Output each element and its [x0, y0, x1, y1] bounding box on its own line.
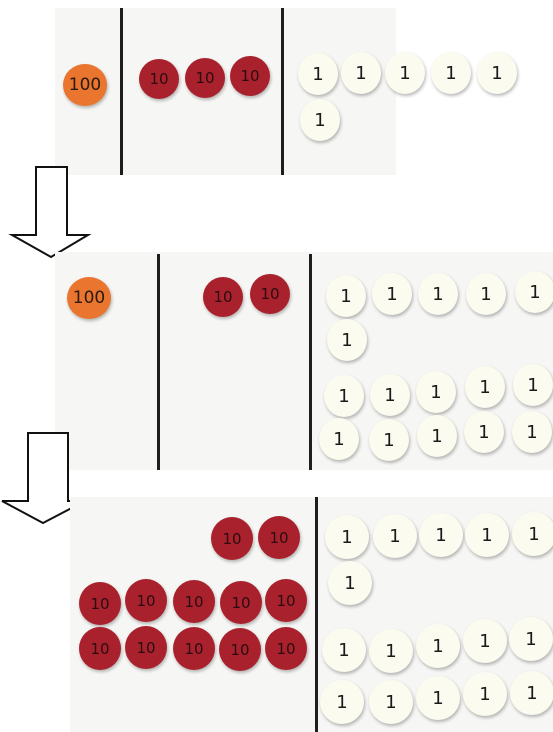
- stage-2-divider-hundreds-tens: [157, 254, 160, 470]
- one-disc: 1: [513, 364, 553, 406]
- one-disc: 1: [463, 619, 507, 663]
- one-disc: 1: [326, 275, 366, 317]
- stage-1-panel: [55, 8, 396, 175]
- one-disc: 1: [419, 513, 463, 557]
- one-disc: 1: [320, 680, 364, 724]
- arrow-down-icon: [8, 166, 92, 259]
- ten-disc: 10: [79, 627, 121, 670]
- ten-disc: 10: [219, 628, 261, 671]
- one-disc: 1: [512, 512, 553, 556]
- one-disc: 1: [416, 676, 460, 720]
- one-disc: 1: [463, 672, 507, 716]
- one-disc: 1: [322, 628, 366, 672]
- one-disc: 1: [509, 617, 553, 661]
- one-disc: 1: [465, 513, 509, 557]
- one-disc: 1: [385, 52, 425, 94]
- one-disc: 1: [464, 411, 504, 453]
- one-disc: 1: [372, 273, 412, 315]
- ten-disc: 10: [220, 581, 262, 624]
- one-disc: 1: [418, 273, 458, 315]
- ten-disc: 10: [185, 58, 225, 98]
- one-disc: 1: [417, 415, 457, 457]
- one-disc: 1: [369, 629, 413, 673]
- hundred-disc: 100: [63, 64, 107, 106]
- one-disc: 1: [416, 371, 456, 413]
- ten-disc: 10: [230, 56, 270, 96]
- ten-disc: 10: [250, 274, 290, 314]
- arrow-down-icon: [1, 432, 84, 525]
- one-disc: 1: [341, 52, 381, 94]
- one-disc: 1: [369, 680, 413, 724]
- one-disc: 1: [510, 671, 553, 715]
- one-disc: 1: [324, 375, 364, 417]
- ten-disc: 10: [211, 517, 253, 560]
- one-disc: 1: [477, 52, 517, 94]
- one-disc: 1: [328, 561, 372, 605]
- one-disc: 1: [300, 99, 340, 141]
- ten-disc: 10: [258, 516, 300, 559]
- one-disc: 1: [319, 418, 359, 460]
- ten-disc: 10: [173, 580, 215, 623]
- one-disc: 1: [327, 319, 367, 361]
- ten-disc: 10: [139, 59, 179, 99]
- one-disc: 1: [465, 366, 505, 408]
- ten-disc: 10: [203, 277, 243, 317]
- ten-disc: 10: [125, 579, 167, 622]
- ten-disc: 10: [79, 582, 121, 625]
- ten-disc: 10: [173, 627, 215, 670]
- one-disc: 1: [370, 374, 410, 416]
- stage-1-divider-hundreds-tens: [120, 8, 123, 175]
- one-disc: 1: [325, 515, 369, 559]
- one-disc: 1: [512, 411, 552, 453]
- stage-3-divider-tens-ones: [315, 497, 318, 732]
- ten-disc: 10: [265, 627, 307, 670]
- stage-1-divider-tens-ones: [281, 8, 284, 175]
- one-disc: 1: [416, 624, 460, 668]
- one-disc: 1: [515, 271, 553, 313]
- stage-2-divider-tens-ones: [309, 254, 312, 470]
- one-disc: 1: [431, 52, 471, 94]
- one-disc: 1: [369, 419, 409, 461]
- ten-disc: 10: [125, 626, 167, 669]
- one-disc: 1: [298, 53, 338, 95]
- one-disc: 1: [466, 273, 506, 315]
- ten-disc: 10: [265, 579, 307, 622]
- hundred-disc: 100: [67, 277, 111, 319]
- one-disc: 1: [373, 514, 417, 558]
